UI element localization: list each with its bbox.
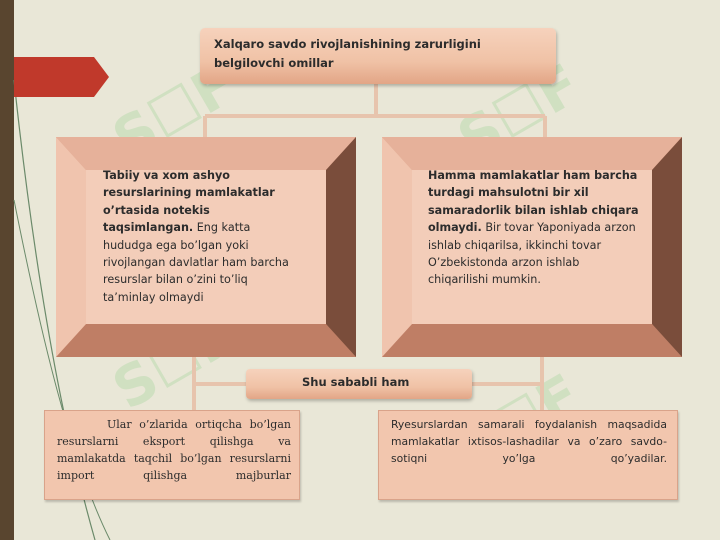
left-cause-text: Tabiiy va xom ashyo resurslarining mamla…: [103, 167, 303, 306]
left-cause-bold: Tabiiy va xom ashyo resurslarining mamla…: [103, 169, 275, 235]
right-cause-text: Hamma mamlakatlar ham barcha turdagi mah…: [428, 167, 640, 289]
diagram-title: Xalqaro savdo rivojlanishining zarurligi…: [214, 37, 481, 70]
title-box: Xalqaro savdo rivojlanishining zarurligi…: [200, 28, 556, 84]
right-cause-box: Hamma mamlakatlar ham barcha turdagi mah…: [382, 137, 682, 357]
bottom-left-text: Ular o’zlarida ortiqcha bo’lgan resursla…: [57, 418, 291, 482]
right-cause-normal: Bir tovar Yaponiyada arzon ishlab chiqar…: [428, 221, 636, 287]
bottom-right-text: Ryesurslardan samarali foydalanish maqsa…: [391, 418, 667, 465]
right-cause-bold: Hamma mamlakatlar ham barcha turdagi mah…: [428, 169, 639, 235]
left-cause-box: Tabiiy va xom ashyo resurslarining mamla…: [56, 137, 356, 357]
left-cause-normal: Eng katta hududga ega bo’lgan yoki rivoj…: [103, 221, 289, 304]
bottom-right-box: Ryesurslardan samarali foydalanish maqsa…: [378, 410, 678, 500]
left-accent-bar: [0, 0, 14, 540]
red-arrow-icon: [14, 57, 109, 97]
bottom-left-box: Ular o’zlarida ortiqcha bo’lgan resursla…: [44, 410, 300, 500]
middle-label: Shu sababli ham: [302, 375, 410, 389]
middle-connector-box: Shu sababli ham: [246, 369, 472, 399]
